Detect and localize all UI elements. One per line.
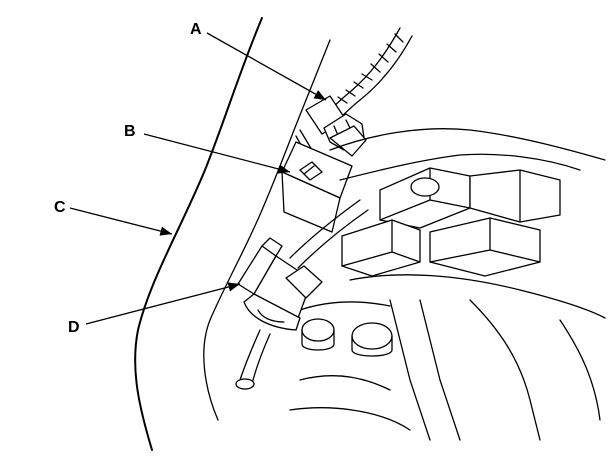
hose (235, 199, 369, 390)
connector-a (295, 95, 367, 157)
callout-c: C (54, 199, 66, 216)
panel-c-outline (134, 17, 331, 451)
callout-d: D (68, 319, 80, 336)
housing-structure (289, 128, 606, 441)
leader-line-d (85, 282, 241, 325)
leader-lines (69, 32, 327, 325)
leader-line-c (69, 207, 173, 236)
callout-a: A (190, 21, 202, 38)
bracket-b (281, 141, 353, 233)
callout-b: B (124, 123, 136, 140)
leader-line-b (143, 133, 291, 174)
leader-line-a (206, 32, 327, 101)
clip-d (237, 237, 323, 331)
